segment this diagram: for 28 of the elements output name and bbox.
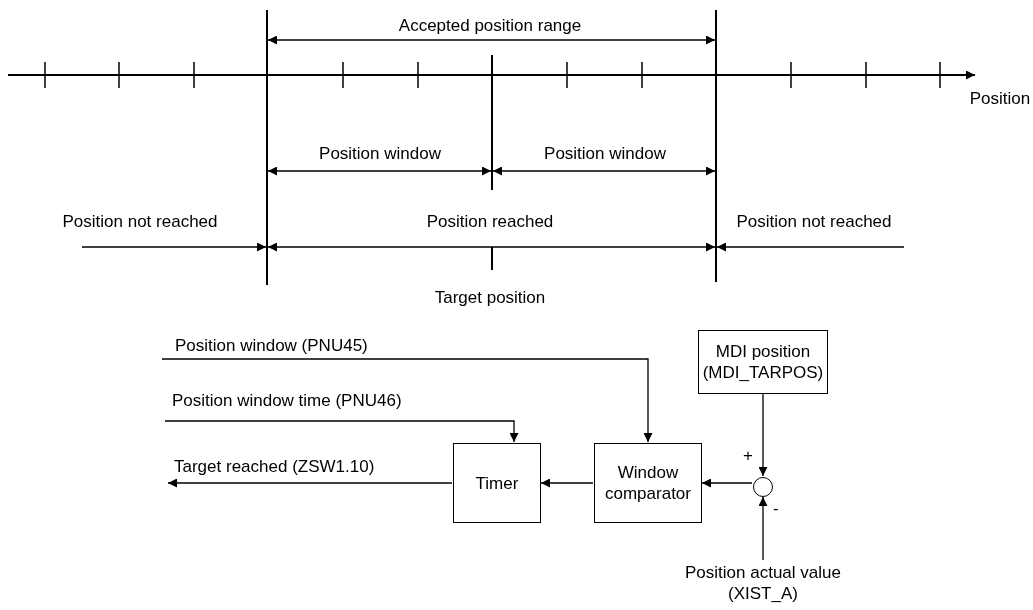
arrow — [161, 358, 653, 443]
dimension-label: Position window — [319, 144, 441, 164]
node-text: Window comparator — [604, 462, 692, 504]
timer-box — [453, 443, 541, 523]
signal-label: Position window time (PNU46) — [172, 391, 402, 411]
sign-label: + — [743, 446, 753, 466]
status-label: Position not reached — [62, 212, 218, 232]
node-text: MDI position (MDI_TARPOS) — [701, 341, 825, 383]
target-label: Target position — [434, 288, 546, 308]
signal-label: Position window (PNU45) — [175, 336, 368, 356]
arrow — [164, 420, 519, 443]
comparator-box — [594, 443, 702, 523]
axis-label: Position — [969, 89, 1031, 109]
setpoint-box — [698, 330, 828, 394]
summing-junction — [753, 477, 773, 497]
arrow — [167, 478, 453, 488]
status-label: Position reached — [426, 212, 554, 232]
dimension-label: Position window — [544, 144, 666, 164]
sign-label: - — [773, 499, 779, 519]
status-label: Position not reached — [736, 212, 892, 232]
arrow — [701, 478, 753, 488]
arrow — [758, 496, 768, 561]
dimension-label: Accepted position range — [398, 16, 582, 36]
input-text: Position actual value (XIST_A) — [684, 562, 842, 604]
signal-label: Target reached (ZSW1.10) — [174, 457, 375, 477]
node-text: Timer — [475, 472, 519, 494]
arrow — [758, 393, 768, 477]
arrow — [540, 478, 594, 488]
